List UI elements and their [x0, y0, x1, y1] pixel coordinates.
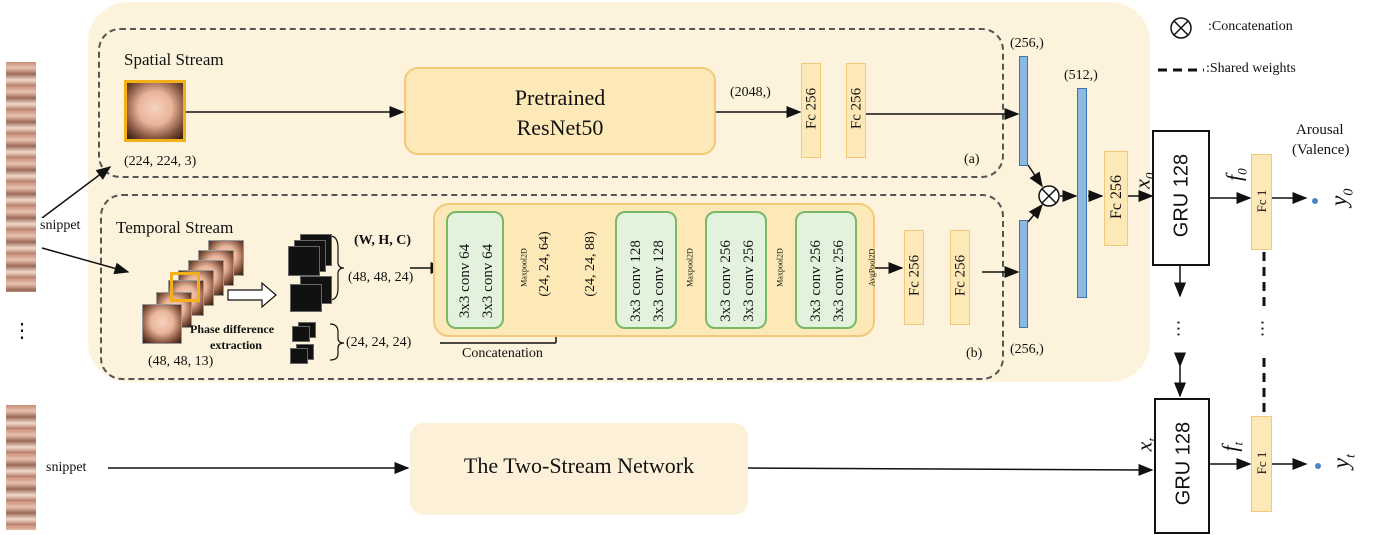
- conv-group-4: 3x3 conv 256 3x3 conv 256: [795, 211, 857, 329]
- yt-label: yt: [1328, 454, 1359, 469]
- shape-88: (24, 24, 88): [583, 231, 598, 297]
- conv2b: 3x3 conv 128: [651, 240, 667, 322]
- conv3b: 3x3 conv 256: [741, 240, 757, 322]
- resnet-line1: Pretrained: [514, 85, 606, 110]
- pool-2: Maxpool2D: [685, 248, 695, 287]
- spatial-input-shape: (224, 224, 3): [124, 154, 197, 169]
- legend-shared-weights: :Shared weights: [1206, 61, 1296, 76]
- resnet-output-shape: (2048,): [730, 85, 771, 100]
- bottom-vector-shape: (256,): [1010, 342, 1044, 357]
- fc1-top: Fc 1: [1251, 154, 1272, 250]
- spatial-fc2-label: Fc 256: [848, 87, 865, 130]
- spatial-stream-title: Spatial Stream: [124, 50, 224, 69]
- conv-group-4-label: 3x3 conv 256 3x3 conv 256: [808, 224, 847, 338]
- spatial-fc2: Fc 256: [846, 63, 866, 158]
- gru-bottom-label: GRU 128: [1172, 421, 1195, 506]
- arousal-label: Arousal: [1296, 122, 1344, 138]
- conv-group-2-label: 3x3 conv 128 3x3 conv 128: [628, 224, 667, 338]
- top-vector-shape: (256,): [1010, 36, 1044, 51]
- snippet-label-bottom: snippet: [46, 460, 87, 475]
- f0-label: f0: [1221, 168, 1250, 182]
- y0-label: y0: [1326, 188, 1357, 207]
- gru-top: GRU 128: [1152, 130, 1210, 266]
- temporal-stream-title: Temporal Stream: [116, 218, 234, 237]
- frame-strip-top: [6, 62, 36, 292]
- fusion-fc-label: Fc 256: [1108, 175, 1125, 219]
- temporal-fc1-label: Fc 256: [906, 254, 923, 297]
- conv1b: 3x3 conv 64: [480, 243, 496, 319]
- whc-label: (W, H, C): [354, 233, 412, 248]
- phase-line2: extraction: [210, 338, 262, 352]
- conv-group-2: 3x3 conv 128 3x3 conv 128: [615, 211, 677, 329]
- shape-24: (24, 24, 24): [346, 335, 412, 350]
- fc-ellipsis: ⋯: [1252, 319, 1273, 338]
- bottom-vector: [1019, 220, 1028, 328]
- concat-vector: [1077, 88, 1087, 298]
- fc1-bottom: Fc 1: [1251, 416, 1272, 512]
- fc1-bottom-label: Fc 1: [1254, 451, 1269, 475]
- spatial-fc1: Fc 256: [801, 63, 821, 158]
- frame-strip-bottom: [6, 405, 36, 530]
- concatenation-label: Concatenation: [462, 346, 543, 361]
- conv-group-3: 3x3 conv 256 3x3 conv 256: [705, 211, 767, 329]
- left-ellipsis: ⋮: [12, 320, 32, 342]
- conv2a: 3x3 conv 128: [628, 240, 644, 322]
- phase-line1: Phase difference: [190, 322, 275, 336]
- shape-48: (48, 48, 24): [348, 270, 414, 285]
- spatial-tag: (a): [964, 152, 980, 167]
- conv4b: 3x3 conv 256: [831, 240, 847, 322]
- shape-64: (24, 24, 64): [537, 231, 552, 297]
- resnet-line2: ResNet50: [516, 115, 604, 140]
- gru-ellipsis: ⋯: [1168, 319, 1189, 338]
- temporal-fc2: Fc 256: [950, 230, 970, 325]
- gru-top-label: GRU 128: [1170, 153, 1193, 238]
- top-vector: [1019, 56, 1028, 166]
- gru-bottom: GRU 128: [1154, 398, 1210, 534]
- conv-group-3-label: 3x3 conv 256 3x3 conv 256: [718, 224, 757, 338]
- resnet-box: Pretrained ResNet50: [404, 67, 716, 155]
- face-image: [124, 80, 186, 142]
- temporal-fc2-label: Fc 256: [952, 254, 969, 297]
- conv1a: 3x3 conv 64: [457, 243, 473, 319]
- fusion-fc: Fc 256: [1104, 151, 1128, 246]
- conv-group-1: 3x3 conv 64 3x3 conv 64: [446, 211, 504, 329]
- temporal-tag: (b): [966, 346, 983, 361]
- temporal-stream-box: [100, 194, 1004, 380]
- snippet-label-top: snippet: [40, 218, 81, 234]
- two-stream-network-label: The Two-Stream Network: [463, 453, 695, 478]
- concat-vector-shape: (512,): [1064, 68, 1098, 83]
- pool-3: Maxpool2D: [775, 248, 785, 287]
- spatial-stream-box: [98, 28, 1004, 178]
- pool-1: Maxpool2D: [519, 248, 529, 287]
- legend-concatenation: :Concatenation: [1208, 19, 1293, 34]
- ft-label: ft: [1217, 441, 1246, 452]
- two-stream-network-box: The Two-Stream Network: [410, 423, 748, 515]
- pool-4: AvgPool2D: [867, 248, 877, 287]
- temporal-input-shape: (48, 48, 13): [148, 354, 214, 369]
- fc1-top-label: Fc 1: [1254, 189, 1269, 213]
- conv3a: 3x3 conv 256: [718, 240, 734, 322]
- conv4a: 3x3 conv 256: [808, 240, 824, 322]
- spatial-fc1-label: Fc 256: [803, 87, 820, 130]
- conv-group-1-label: 3x3 conv 64 3x3 conv 64: [457, 226, 496, 336]
- valence-label: (Valence): [1292, 142, 1350, 158]
- temporal-fc1: Fc 256: [904, 230, 924, 325]
